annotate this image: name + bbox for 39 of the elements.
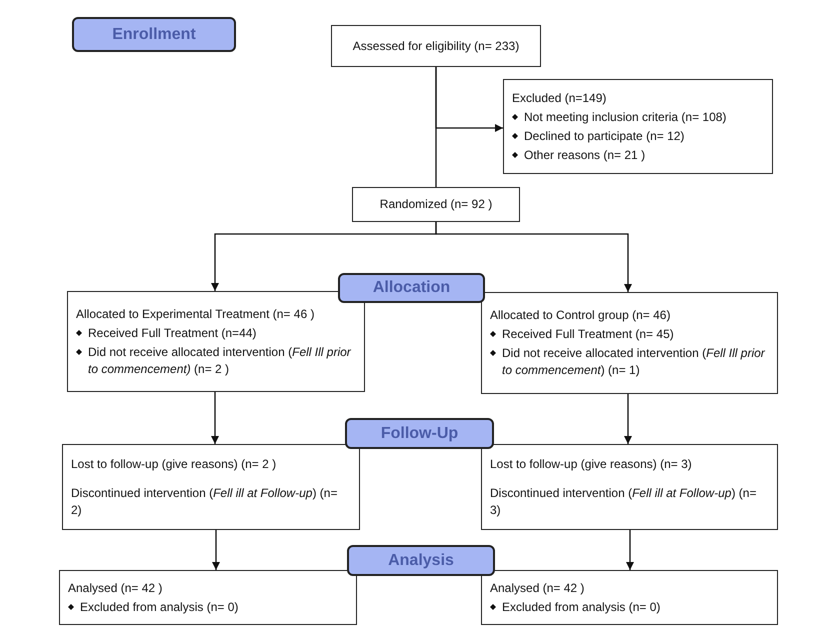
connector-arrow xyxy=(211,392,219,444)
bullet-text: Excluded from analysis (n= 0) xyxy=(502,598,660,616)
bullet-text: Received Full Treatment (n= 45) xyxy=(502,326,674,343)
heading-text: Allocated to Control group (n= 46) xyxy=(490,307,672,324)
process-box xyxy=(481,570,778,625)
heading-text: Lost to follow-up (give reasons) (n= 3) xyxy=(490,456,693,472)
bullet-text: Did not receive allocated intervention (Fell Ill prior to commencement) (n= 2 ) xyxy=(88,344,352,378)
process-box xyxy=(352,187,520,222)
connector-arrow xyxy=(435,67,503,132)
bullet-text: Excluded from analysis (n= 0) xyxy=(80,598,238,616)
bullet-text: Did not receive allocated intervention (Fell Ill prior to commencement) (n= 1) xyxy=(502,345,766,379)
connector-arrow xyxy=(435,222,632,292)
bullet-text: Received Full Treatment (n=44) xyxy=(88,324,256,342)
stage-tab: Follow-Up xyxy=(345,418,494,449)
heading-text: Assessed for eligibility (n= 233) xyxy=(352,38,520,54)
heading-text: Analysed (n= 42 ) xyxy=(490,580,586,596)
heading-text: Randomized (n= 92 ) xyxy=(380,196,492,213)
process-box xyxy=(62,444,360,530)
heading-text: Analysed (n= 42 ) xyxy=(68,580,164,596)
bullet-text: Declined to participate (n= 12) xyxy=(524,128,684,144)
process-box xyxy=(331,25,541,67)
body-text: Discontinued intervention (Fell ill at Follow-up) (n= 3) xyxy=(490,484,758,518)
connector-arrow xyxy=(626,530,634,570)
stage-tab: Allocation xyxy=(338,273,485,303)
bullet-text: Other reasons (n= 21 ) xyxy=(524,146,646,164)
heading-text: Allocated to Experimental Treatment (n= 46 ) xyxy=(76,306,316,322)
process-box xyxy=(67,291,365,392)
connector-arrow xyxy=(624,394,632,444)
stage-tab: Enrollment xyxy=(72,17,236,52)
process-box xyxy=(481,444,778,530)
process-box xyxy=(503,79,773,174)
connector-arrow xyxy=(212,530,220,570)
stage-tab: Analysis xyxy=(347,545,495,576)
process-box xyxy=(59,570,357,625)
process-box xyxy=(481,292,778,394)
bullet-text: Not meeting inclusion criteria (n= 108) xyxy=(524,108,726,126)
heading-text: Excluded (n=149) xyxy=(512,90,608,106)
body-text: Discontinued intervention (Fell ill at Follow-up) (n= 2) xyxy=(71,484,338,518)
heading-text: Lost to follow-up (give reasons) (n= 2 ) xyxy=(71,456,278,472)
